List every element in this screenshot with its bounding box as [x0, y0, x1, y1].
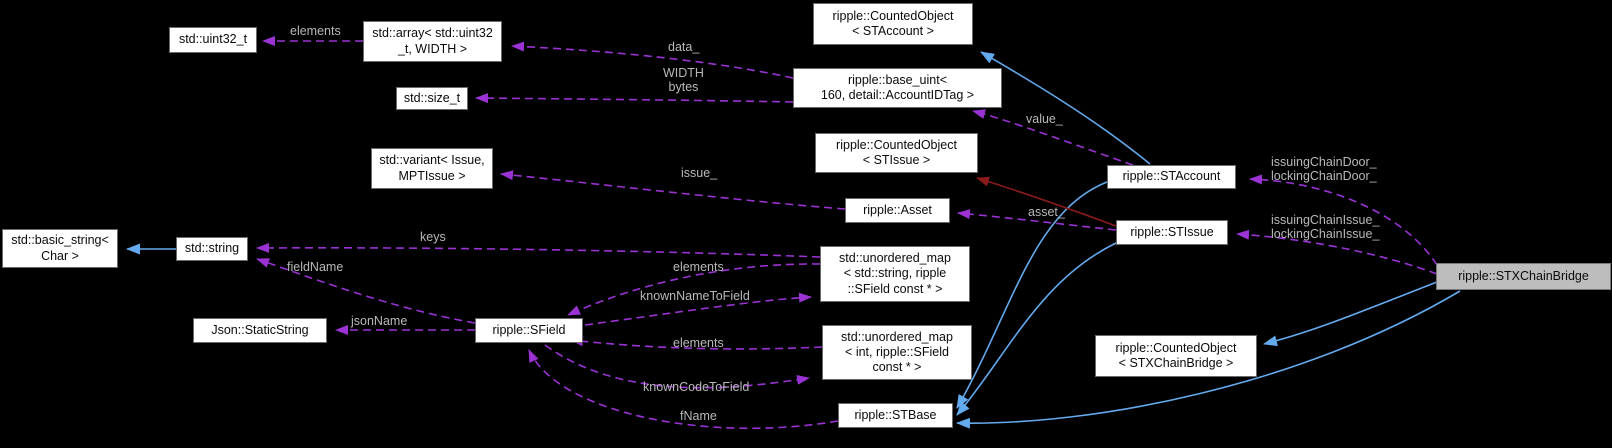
edge-inherit-stissue-countedobject	[976, 176, 1117, 227]
edge-knownnametofield	[584, 292, 812, 326]
node-unordered-map-code[interactable]: std::unordered_map < int, ripple::SField…	[822, 325, 972, 380]
edge-data	[511, 41, 794, 79]
node-base-uint[interactable]: ripple::base_uint< 160, detail::AccountI…	[793, 68, 1002, 108]
edge-inherit-bridge-stbase	[956, 290, 1461, 429]
node-ripple-asset[interactable]: ripple::Asset	[845, 198, 950, 223]
edge-elements-sfield-from-code-map	[570, 336, 823, 350]
node-ripple-staccount[interactable]: ripple::STAccount	[1107, 165, 1236, 189]
edge-elements-sfield-from-name-map	[567, 263, 821, 316]
edge-keys	[256, 242, 821, 258]
edge-asset	[957, 209, 1117, 231]
node-ripple-stxchainbridge: ripple::STXChainBridge	[1436, 263, 1611, 290]
node-std-string[interactable]: std::string	[176, 237, 248, 261]
node-countedobject-stxchainbridge[interactable]: ripple::CountedObject < STXChainBridge >	[1095, 335, 1257, 377]
node-std-size-t[interactable]: std::size_t	[396, 87, 468, 110]
edge-inherit-staccount-countedobject	[980, 51, 1151, 165]
edge-width-bytes	[475, 93, 794, 104]
node-ripple-stissue[interactable]: ripple::STIssue	[1116, 220, 1228, 245]
edge-value	[972, 109, 1134, 166]
node-json-staticstring[interactable]: Json::StaticString	[193, 318, 327, 343]
edge-fname	[528, 349, 839, 430]
edge-inherit-stissue-stbase	[956, 242, 1117, 416]
node-ripple-stbase[interactable]: ripple::STBase	[838, 403, 953, 428]
node-std-basic-string[interactable]: std::basic_string< Char >	[2, 229, 118, 268]
node-ripple-sfield[interactable]: ripple::SField	[475, 318, 583, 343]
node-countedobject-stissue[interactable]: ripple::CountedObject < STIssue >	[815, 133, 978, 173]
edge-inherit-bridge-countedobject	[1263, 281, 1438, 347]
edge-inherit-staccount-stbase	[956, 181, 1108, 409]
edge-issuing-chain-door	[1249, 174, 1438, 266]
edge-issuing-chain-issue	[1236, 229, 1438, 275]
node-countedobject-staccount[interactable]: ripple::CountedObject < STAccount >	[813, 3, 973, 45]
node-std-uint32-t[interactable]: std::uint32_t	[169, 27, 257, 53]
edge-knowncodetofield	[544, 344, 810, 389]
edge-fieldname	[256, 258, 476, 324]
node-unordered-map-name[interactable]: std::unordered_map < std::string, ripple…	[820, 246, 970, 302]
edge-issue	[500, 170, 846, 210]
node-std-array[interactable]: std::array< std::uint32 _t, WIDTH >	[363, 21, 502, 62]
node-std-variant[interactable]: std::variant< Issue, MPTIssue >	[371, 148, 493, 189]
